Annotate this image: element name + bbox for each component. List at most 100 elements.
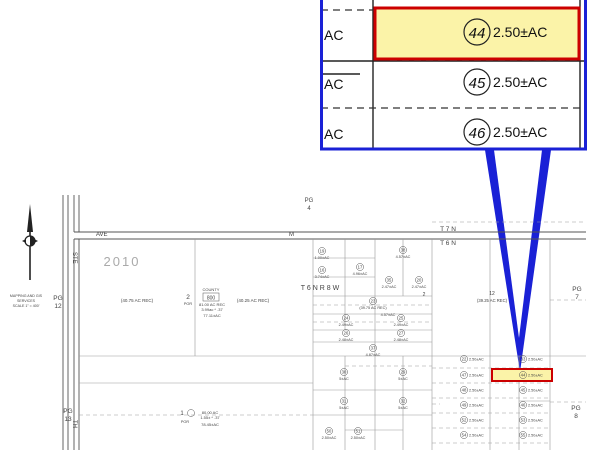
svg-text:2.50±AC: 2.50±AC <box>528 358 543 362</box>
svg-text:5±AC: 5±AC <box>398 377 408 381</box>
legend-line-3: SCALE 1" = 400' <box>13 304 40 308</box>
block-number: 2010 <box>104 254 141 269</box>
parcel-40ac-left: (40.75 AC REC) <box>121 298 154 303</box>
zoom-row-2-parcel: 45 <box>469 75 486 92</box>
page-ref-12-pg: PG <box>53 295 62 302</box>
svg-text:2.50±AC: 2.50±AC <box>469 419 484 423</box>
svg-text:1.00±AC: 1.00±AC <box>315 256 330 260</box>
zoom-row-1-parcel: 44 <box>469 25 486 42</box>
page-ref-13-pg: PG <box>63 408 72 415</box>
svg-text:1.55± * .37: 1.55± * .37 <box>200 415 220 420</box>
svg-text:2.50±AC: 2.50±AC <box>469 358 484 362</box>
svg-text:5±AC: 5±AC <box>398 406 408 410</box>
svg-text:COUNTY: COUNTY <box>203 287 220 292</box>
page-ref-8-pg: PG <box>571 405 580 412</box>
parcel-label[interactable]: 315±AC <box>339 397 349 410</box>
svg-text:55: 55 <box>521 433 526 438</box>
zoom-row-3-parcel-circle[interactable] <box>463 118 491 146</box>
svg-text:2.50±AC: 2.50±AC <box>351 436 366 440</box>
parcel-label[interactable]: 50 2.50±AC <box>322 427 337 440</box>
parcel-label[interactable]: 23(39.75 AC REC) <box>359 297 387 310</box>
svg-text:2.49±AC: 2.49±AC <box>394 323 409 327</box>
svg-text:16: 16 <box>320 268 325 273</box>
svg-text:48: 48 <box>462 388 467 393</box>
parcel-label[interactable]: 202.47±AC <box>412 276 427 289</box>
zoom-parcel-44-highlight[interactable] <box>373 6 581 61</box>
section-number-12: 12 <box>489 291 495 297</box>
svg-text:52: 52 <box>462 418 467 423</box>
svg-text:(39.75 AC REC): (39.75 AC REC) <box>359 306 387 310</box>
svg-text:2.50±AC: 2.50±AC <box>528 404 543 408</box>
parcel-label[interactable]: 374.87±AC <box>366 344 381 357</box>
svg-text:2.50±AC: 2.50±AC <box>469 389 484 393</box>
road-label-ave: AVE <box>96 232 108 238</box>
svg-text:20: 20 <box>417 278 422 283</box>
zoom-row-3-acreage: 2.50±AC <box>493 124 547 140</box>
parcel-label[interactable]: 163.74±AC <box>315 266 330 279</box>
svg-text:2.47±AC: 2.47±AC <box>382 285 397 289</box>
svg-text:POR: POR <box>184 302 192 306</box>
township-south: T 6 N <box>440 240 456 247</box>
zoom-row-1-parcel-circle[interactable] <box>463 18 491 46</box>
parcel-44-highlight[interactable] <box>491 368 553 382</box>
zoom-row-1-label: AC <box>324 27 343 43</box>
page-ref-13-num: 13 <box>64 416 72 423</box>
svg-text:22: 22 <box>462 357 467 362</box>
zoom-inset-border <box>320 0 587 151</box>
parcel-label[interactable]: 51 2.50±AC <box>351 427 366 440</box>
letter-m: M <box>289 232 294 238</box>
parcel-label[interactable]: 384.57±AC <box>396 246 411 259</box>
legend-line-1: MAPPING AND GIS <box>10 294 43 298</box>
svg-text:37: 37 <box>371 346 376 351</box>
parcel-label[interactable]: 305±AC <box>339 368 349 381</box>
svg-text:31: 31 <box>342 399 347 404</box>
parcel-1: 1 POR 80.00 AC 1.55± * .37 78.45±AC <box>180 409 220 427</box>
svg-text:4.96±AC: 4.96±AC <box>353 272 368 276</box>
parcel-label[interactable]: 242.49±AC <box>339 314 354 327</box>
svg-text:2.50±AC: 2.50±AC <box>469 374 484 378</box>
parcels-mid: 191.00±AC 174.96±AC 384.57±AC 163.74±AC 352.… <box>315 246 427 357</box>
parcel-label[interactable]: 352.47±AC <box>382 276 397 289</box>
svg-text:45: 45 <box>521 388 526 393</box>
range-label: T 6 N R 8 W <box>301 285 340 292</box>
svg-text:25: 25 <box>399 316 404 321</box>
parcel-label[interactable]: 25 2.49±AC <box>394 314 409 327</box>
svg-text:2.48±AC: 2.48±AC <box>339 338 354 342</box>
svg-text:53: 53 <box>521 418 526 423</box>
parcel-label[interactable]: 262.48±AC <box>339 329 354 342</box>
parcel-label[interactable]: 191.00±AC <box>315 247 330 260</box>
parcel-label[interactable]: 174.96±AC <box>353 263 368 276</box>
svg-text:2.50±AC: 2.50±AC <box>528 434 543 438</box>
svg-text:4.57±AC: 4.57±AC <box>381 313 396 317</box>
svg-text:49: 49 <box>462 403 467 408</box>
zoom-row-3-label: AC <box>324 126 343 142</box>
parcel-2: 2 POR COUNTY 800 81.00 AC REC 3.99ac * .… <box>184 287 225 318</box>
parcel-label[interactable]: 295±AC <box>398 368 408 381</box>
parcel-label[interactable]: 4.57±AC <box>381 313 396 317</box>
parcel-label[interactable]: 27 2.48±AC <box>394 329 409 342</box>
svg-text:2.50±AC: 2.50±AC <box>322 436 337 440</box>
svg-text:2.48±AC: 2.48±AC <box>394 338 409 342</box>
svg-text:50: 50 <box>327 429 332 434</box>
svg-text:51: 51 <box>356 429 361 434</box>
svg-text:81.00 AC REC: 81.00 AC REC <box>199 302 225 307</box>
zoom-row-3-parcel: 46 <box>469 125 486 142</box>
svg-text:27: 27 <box>399 331 404 336</box>
zoom-row-2-parcel-circle[interactable] <box>463 68 491 96</box>
parcel-label[interactable]: 325±AC <box>398 397 408 410</box>
svg-text:46: 46 <box>521 403 526 408</box>
